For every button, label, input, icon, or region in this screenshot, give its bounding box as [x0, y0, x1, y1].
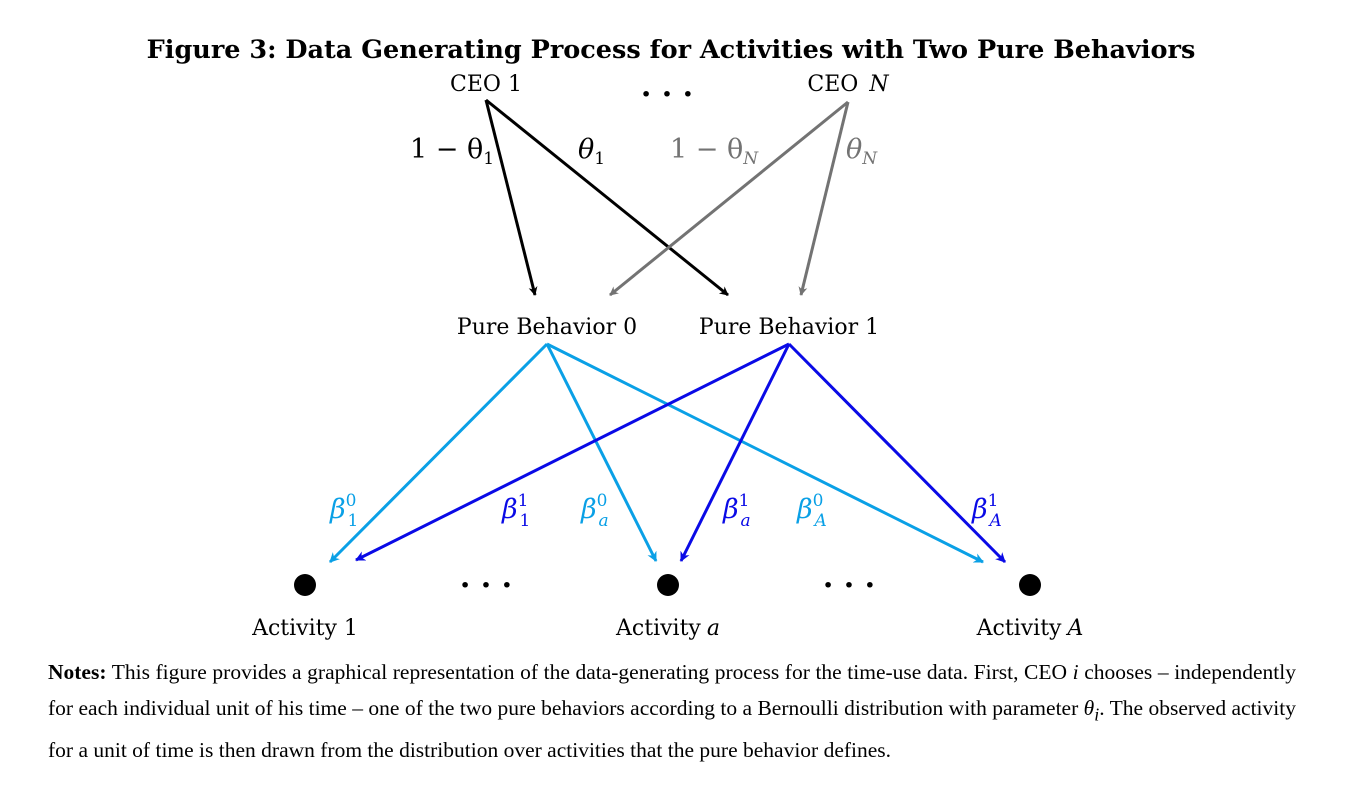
notes-sub-i: i [1094, 704, 1100, 725]
diagram-canvas: Figure 3: Data Generating Process for Ac… [147, 35, 1196, 641]
ceo-n-var: N [868, 72, 889, 97]
notes-text-part3: . The observed activity for a unit of ti… [48, 696, 1296, 763]
activity-A-dot [1019, 574, 1041, 596]
ceo-1-text: CEO 1 [450, 72, 522, 97]
activity-1-label: Activity 1 [251, 616, 358, 641]
edge-behavior1-activityA [787, 342, 1007, 564]
activity-ellipsis-left: · · · [460, 568, 512, 603]
notes-text-part1: This figure provides a graphical represe… [106, 660, 1073, 684]
edge-ceoN-behavior1 [798, 101, 850, 296]
behavior-0-label: Pure Behavior 0 [457, 315, 637, 340]
ceo-ellipsis: · · · [641, 77, 693, 112]
edge-label-theta1: θ1 [578, 134, 605, 169]
edge-behavior1-activity1 [355, 342, 790, 562]
edge-ceo1-behavior1 [485, 98, 729, 297]
activity-ellipsis-right: · · · [823, 568, 875, 603]
activity-1-dot [294, 574, 316, 596]
notes-var-theta: θ [1083, 696, 1095, 720]
notes-text-part2: chooses – independently for each individ… [48, 660, 1297, 720]
edge-label-1-minus-theta1: 1 − θ1 [410, 134, 494, 169]
ceo-n-label: CEO N [807, 72, 889, 97]
notes-var-i: i [1072, 660, 1079, 684]
figure-notes: Notes: This figure provides a graphical … [48, 654, 1296, 768]
edge-ceo1-behavior0 [484, 99, 538, 296]
edge-label-thetaN: θN [846, 134, 878, 169]
ceo-1-label: CEO 1 [450, 72, 522, 97]
edge-behavior0-activity1 [328, 342, 549, 564]
edge-behavior0-activitya [545, 343, 658, 562]
ceo-n-prefix: CEO [807, 72, 858, 97]
figure-title: Figure 3: Data Generating Process for Ac… [147, 35, 1196, 65]
edge-behavior0-activityA [546, 342, 984, 564]
notes-label: Notes: [48, 660, 107, 684]
edge-label-1-minus-thetaN: 1 − θN [670, 134, 759, 169]
activity-a-dot [657, 574, 679, 596]
edge-ceoN-behavior0 [609, 100, 849, 297]
behavior-1-label: Pure Behavior 1 [699, 315, 879, 340]
edge-behavior1-activitya [679, 343, 791, 562]
